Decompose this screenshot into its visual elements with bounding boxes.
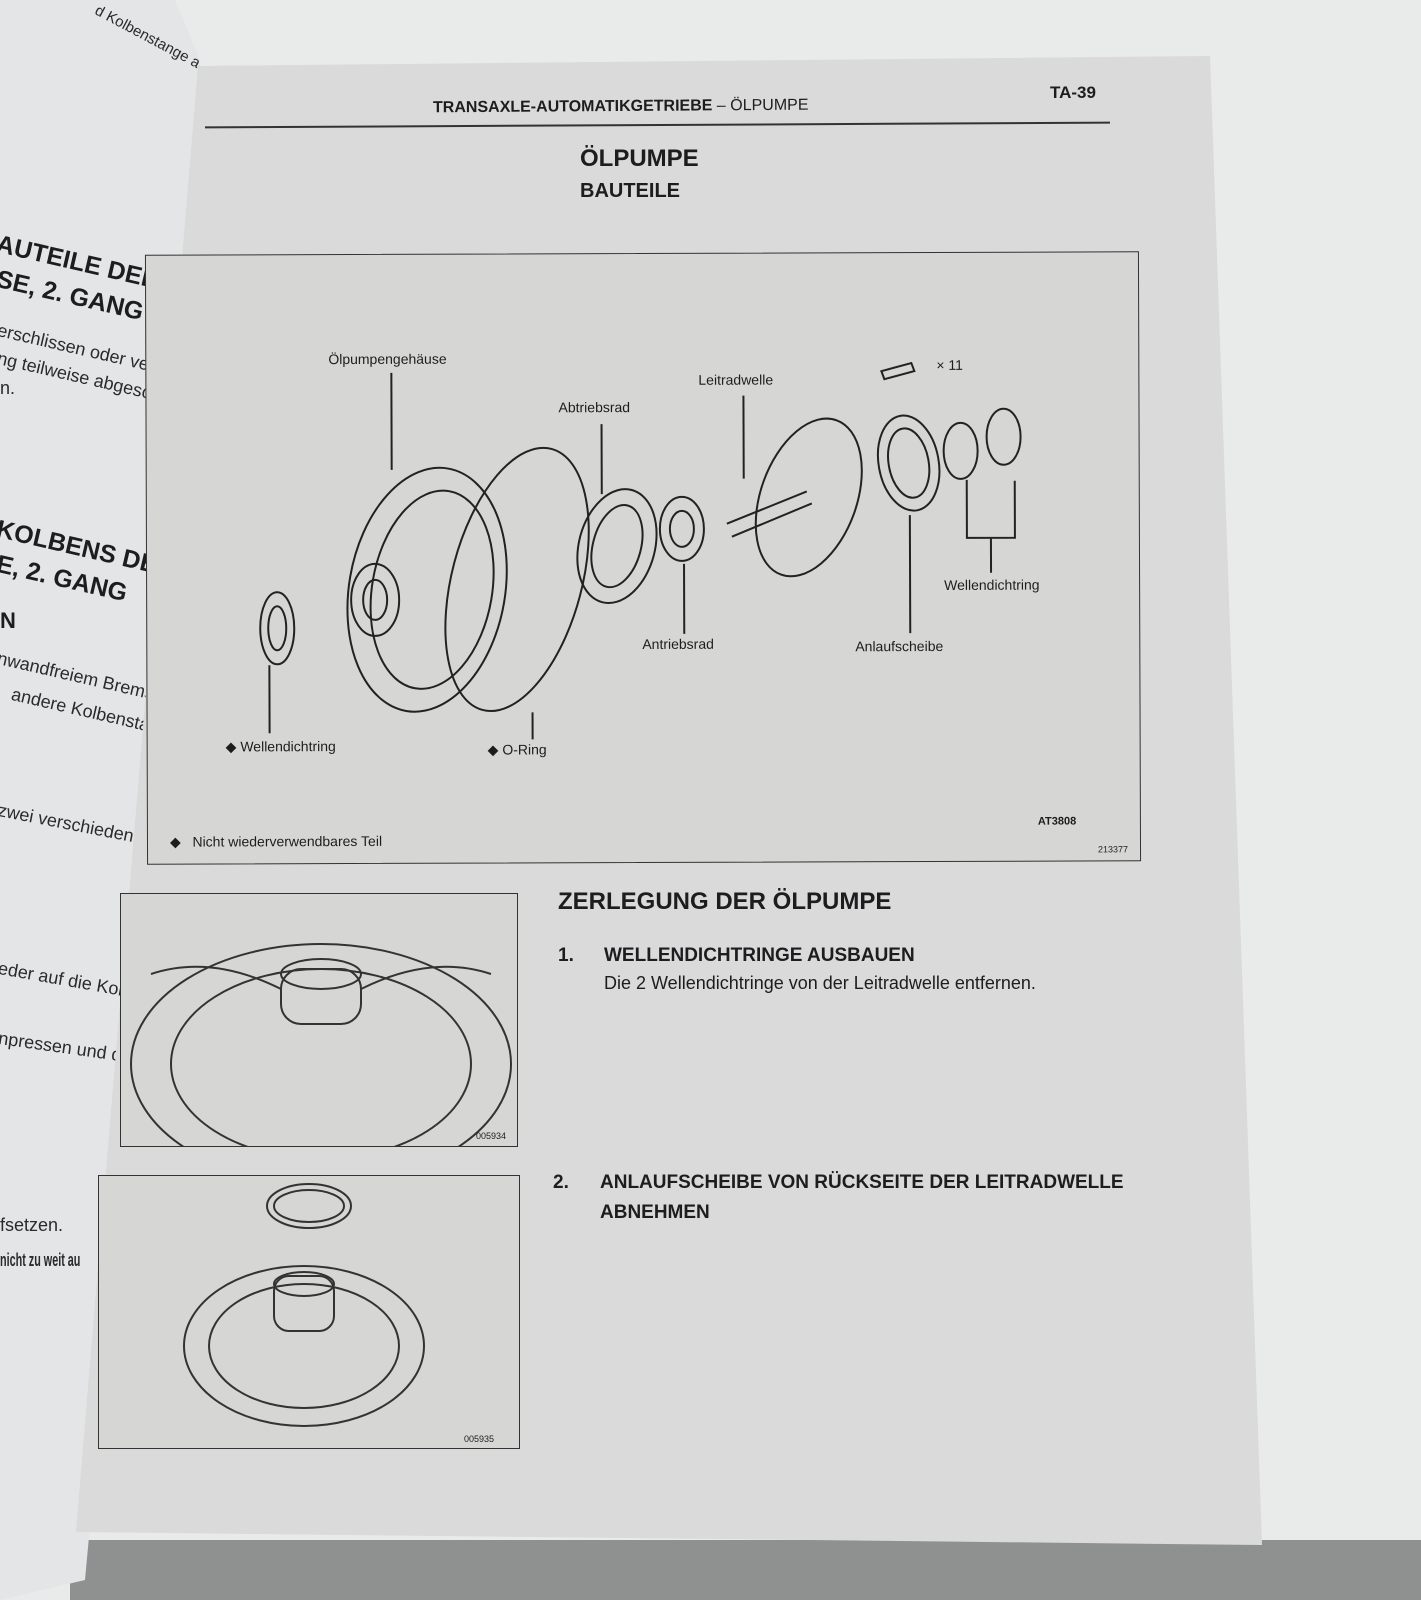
oil-seal-shape [259,591,296,666]
legend: ◆ Nicht wiederverwendbares Teil [170,833,382,851]
left-text: npressen und de [0,1028,133,1067]
pump-body-shape [346,466,508,713]
non-reusable-marker-icon: ◆ [225,738,237,755]
page-number: TA-39 [1050,83,1096,102]
header-separator: – [716,97,726,115]
driven-gear-shape [576,488,658,605]
legend-text: Nicht wiederverwendbares Teil [192,832,383,850]
step-2-title-cont: ABNEHMEN [600,1202,710,1223]
step-2-number: 2. [553,1172,569,1193]
non-reusable-marker-icon: ◆ [169,833,181,850]
running-header: TRANSAXLE-AUTOMATIKGETRIEBE – ÖLPUMPE [433,97,809,118]
diagram-code: AT3808 [1037,815,1077,828]
label-stator-shaft: Leitradwelle [698,371,774,388]
left-text: d Kolbenstange an [92,2,211,76]
step-1-number: 1. [558,945,574,966]
left-text: eder auf die Kolb [0,958,135,1002]
label-thrust-washer: Anlaufscheibe [855,637,944,655]
left-text: n. [0,378,16,398]
left-text: zwei verschiedenen [0,800,156,850]
non-reusable-marker-icon: ◆ [487,741,499,758]
label-oil-seal: ◆ Wellendichtring [226,738,336,755]
label-driven-gear: Abtriebsrad [558,399,631,416]
step-2-title: ANLAUFSCHEIBE VON RÜCKSEITE DER LEITRADW… [600,1172,1124,1193]
step-1-text: Die 2 Wellendichtringe von der Leitradwe… [604,973,1036,993]
thrust-washer-shape [876,414,941,512]
label-seal-rings: Wellendichtring [944,576,1040,593]
figure-remove-thrust-washer: 005935 [98,1175,520,1449]
header-subsection: ÖLPUMPE [730,96,809,115]
label-bolt-count: × 11 [936,356,963,373]
step-1-title: WELLENDICHTRINGE AUSBAUEN [604,945,915,966]
header-section: TRANSAXLE-AUTOMATIKGETRIEBE [432,97,713,117]
left-text: nicht zu weit au [0,1250,81,1270]
label-drive-gear: Antriebsrad [642,635,714,653]
figure-drawing [183,1183,425,1427]
section-title: ZERLEGUNG DER ÖLPUMPE [558,888,892,915]
page-subtitle: BAUTEILE [580,180,680,202]
left-heading: N [0,608,16,633]
figure-code: 005935 [464,1434,495,1444]
label-o-ring-text: O-Ring [502,741,547,758]
bolt-shape [880,361,916,381]
stator-shape [754,417,863,578]
label-pump-body: Ölpumpengehäuse [328,350,447,368]
label-oil-seal-text: Wellendichtring [240,738,336,755]
o-ring-shape [444,446,590,713]
diagram-ref: 213377 [1098,844,1129,855]
drive-gear-shape [658,495,705,562]
exploded-view-drawing [259,361,1022,740]
figure-remove-seal-rings: 005934 [120,893,518,1147]
figure-drawing [130,943,512,1146]
stator-shaft-shape [726,490,813,538]
figure-code: 005934 [476,1131,507,1141]
page-title: ÖLPUMPE [580,145,699,172]
left-text: fsetzen. [0,1215,64,1235]
components-diagram: Ölpumpengehäuse Abtriebsrad Leitradwelle… [144,251,1142,865]
label-o-ring: ◆ O-Ring [488,741,547,758]
page-shadow [70,1540,1421,1600]
